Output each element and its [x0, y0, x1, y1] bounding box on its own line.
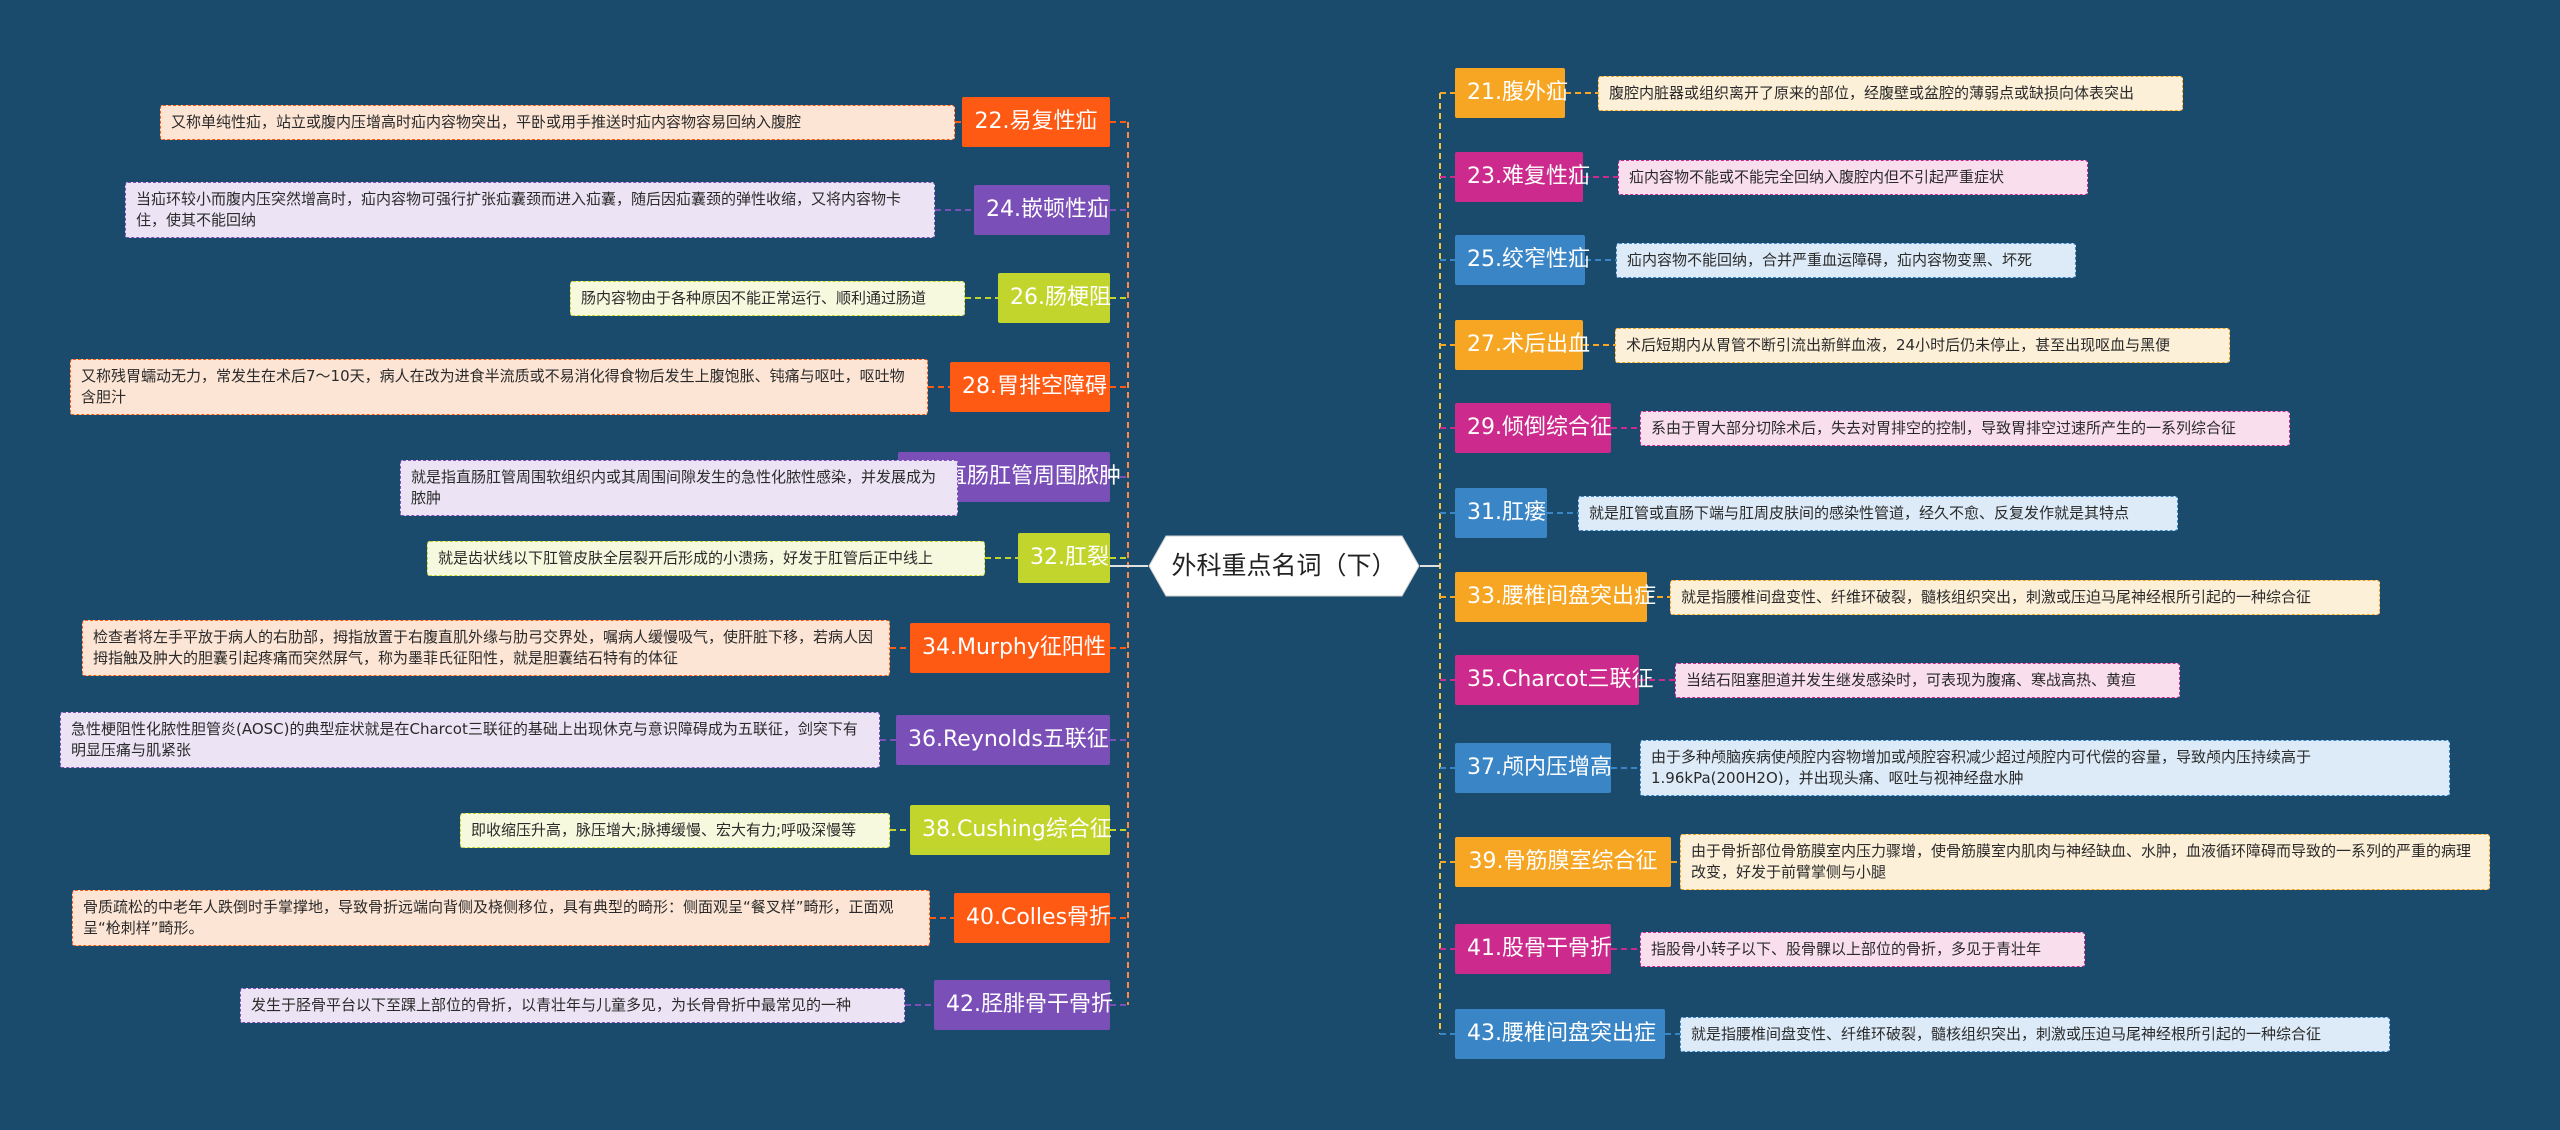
left-topic-10[interactable]: 42.胫腓骨干骨折 — [934, 980, 1113, 1030]
left-description-10: 发生于胫骨平台以下至踝上部位的骨折，以青壮年与儿童多见，为长骨骨折中最常见的一种 — [240, 988, 905, 1023]
root-topic[interactable]: 外科重点名词（下） — [1171, 551, 1397, 580]
right-description-10: 指股骨小转子以下、股骨髁以上部位的骨折，多见于青壮年 — [1640, 932, 2085, 967]
left-description-2: 肠内容物由于各种原因不能正常运行、顺利通过肠道 — [570, 281, 965, 316]
right-description-9: 由于骨折部位骨筋膜室内压力骤增，使骨筋膜室内肌肉与神经缺血、水肿，血液循环障碍而… — [1680, 834, 2490, 890]
left-description-8: 即收缩压升高，脉压增大;脉搏缓慢、宏大有力;呼吸深慢等 — [460, 813, 890, 848]
left-topic-6[interactable]: 34.Murphy征阳性 — [910, 623, 1110, 673]
root-node-shape — [1148, 535, 1420, 597]
right-description-6: 就是指腰椎间盘变性、纤维环破裂，髓核组织突出，刺激或压迫马尾神经根所引起的一种综… — [1670, 580, 2380, 615]
right-topic-7[interactable]: 35.Charcot三联征 — [1455, 655, 1654, 705]
right-topic-6[interactable]: 33.腰椎间盘突出症 — [1455, 572, 1656, 622]
right-topic-9[interactable]: 39.骨筋膜室综合征 — [1455, 837, 1671, 887]
right-description-0: 腹腔内脏器或组织离开了原来的部位，经腹壁或盆腔的薄弱点或缺损向体表突出 — [1598, 76, 2183, 111]
left-description-7: 急性梗阻性化脓性胆管炎(AOSC)的典型症状就是在Charcot三联征的基础上出… — [60, 712, 880, 768]
left-topic-7[interactable]: 36.Reynolds五联征 — [896, 715, 1110, 765]
left-topic-8[interactable]: 38.Cushing综合征 — [910, 805, 1112, 855]
right-description-8: 由于多种颅脑疾病使颅腔内容物增加或颅腔容积减少超过颅腔内可代偿的容量，导致颅内压… — [1640, 740, 2450, 796]
right-topic-10[interactable]: 41.股骨干骨折 — [1455, 924, 1612, 974]
left-description-9: 骨质疏松的中老年人跌倒时手掌撑地，导致骨折远端向背侧及桡侧移位，具有典型的畸形：… — [72, 890, 930, 946]
right-topic-1[interactable]: 23.难复性疝 — [1455, 152, 1590, 202]
right-topic-5[interactable]: 31.肛瘘 — [1455, 488, 1547, 538]
right-description-3: 术后短期内从胃管不断引流出新鲜血液，24小时后仍未停止，甚至出现呕血与黑便 — [1615, 328, 2230, 363]
right-description-4: 系由于胃大部分切除术后，失去对胃排空的控制，导致胃排空过速所产生的一系列综合征 — [1640, 411, 2290, 446]
left-topic-3[interactable]: 28.胃排空障碍 — [950, 362, 1110, 412]
left-description-5: 就是齿状线以下肛管皮肤全层裂开后形成的小溃疡，好发于肛管后正中线上 — [427, 541, 985, 576]
right-topic-2[interactable]: 25.绞窄性疝 — [1455, 235, 1590, 285]
right-description-1: 疝内容物不能或不能完全回纳入腹腔内但不引起严重症状 — [1618, 160, 2088, 195]
right-topic-3[interactable]: 27.术后出血 — [1455, 320, 1590, 370]
right-topic-0[interactable]: 21.腹外疝 — [1455, 68, 1568, 118]
left-description-3: 又称残胃蠕动无力，常发生在术后7～10天，病人在改为进食半流质或不易消化得食物后… — [70, 359, 928, 415]
right-topic-4[interactable]: 29.倾倒综合征 — [1455, 403, 1612, 453]
right-description-7: 当结石阻塞胆道并发生继发感染时，可表现为腹痛、寒战高热、黄疸 — [1675, 663, 2180, 698]
left-topic-0[interactable]: 22.易复性疝 — [962, 97, 1110, 147]
left-topic-1[interactable]: 24.嵌顿性疝 — [974, 185, 1110, 235]
right-description-5: 就是肛管或直肠下端与肛周皮肤间的感染性管道，经久不愈、反复发作就是其特点 — [1578, 496, 2178, 531]
right-topic-8[interactable]: 37.颅内压增高 — [1455, 743, 1612, 793]
left-description-1: 当疝环较小而腹内压突然增高时，疝内容物可强行扩张疝囊颈而进入疝囊，随后因疝囊颈的… — [125, 182, 935, 238]
left-description-0: 又称单纯性疝，站立或腹内压增高时疝内容物突出，平卧或用手推送时疝内容物容易回纳入… — [160, 105, 955, 140]
left-topic-5[interactable]: 32.肛裂 — [1018, 533, 1110, 583]
left-description-4: 就是指直肠肛管周围软组织内或其周围间隙发生的急性化脓性感染，并发展成为脓肿 — [400, 460, 958, 516]
right-topic-11[interactable]: 43.腰椎间盘突出症 — [1455, 1009, 1665, 1059]
left-description-6: 检查者将左手平放于病人的右肋部，拇指放置于右腹直肌外缘与肋弓交界处，嘱病人缓慢吸… — [82, 620, 890, 676]
left-topic-2[interactable]: 26.肠梗阻 — [998, 273, 1111, 323]
right-description-11: 就是指腰椎间盘变性、纤维环破裂，髓核组织突出，刺激或压迫马尾神经根所引起的一种综… — [1680, 1017, 2390, 1052]
right-description-2: 疝内容物不能回纳，合并严重血运障碍，疝内容物变黑、坏死 — [1616, 243, 2076, 278]
left-topic-9[interactable]: 40.Colles骨折 — [954, 893, 1111, 943]
